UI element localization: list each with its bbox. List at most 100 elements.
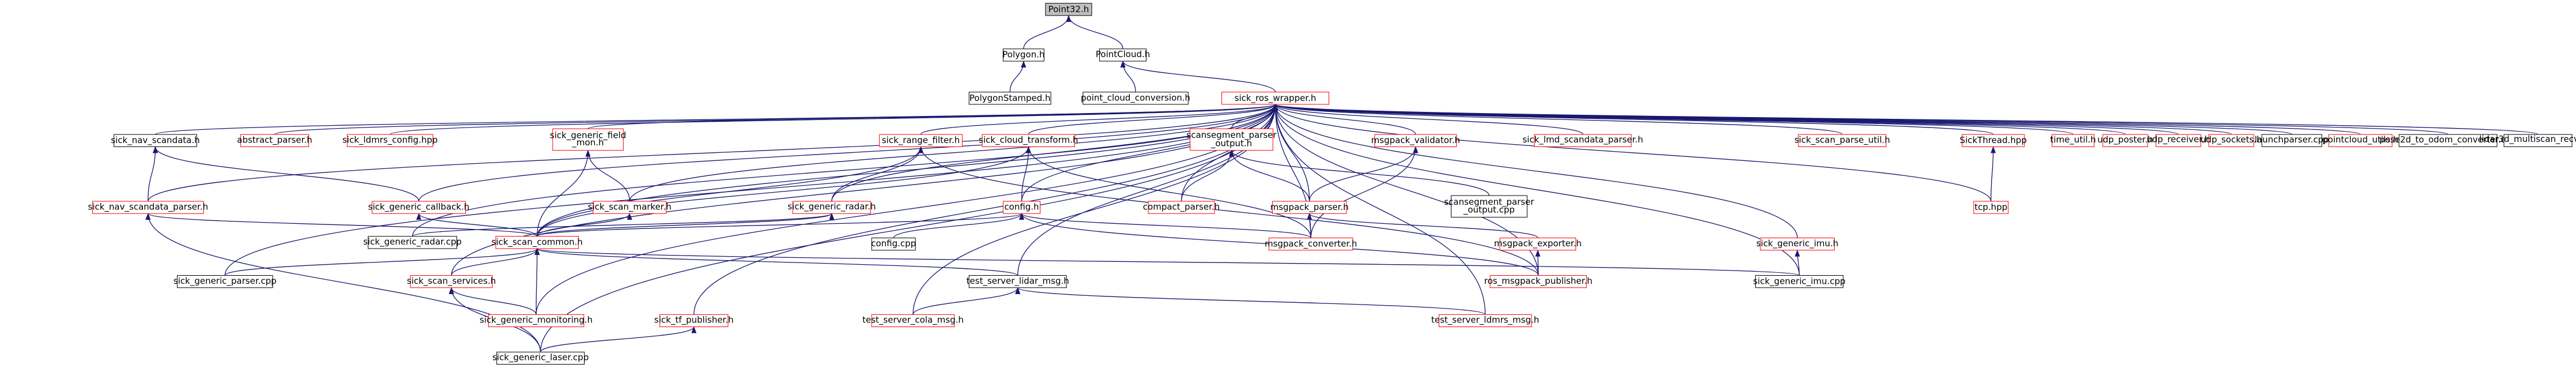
node-lidar3d[interactable]: lidar3d_multiscan_recv.cpp [2479, 134, 2576, 147]
edge-monitor-to-services [448, 287, 537, 315]
node-box-abstract [240, 134, 310, 147]
edge-genimu-to-rosw [1273, 103, 1798, 238]
edge-parsercpp-to-common [224, 247, 540, 276]
node-pcconv[interactable]: point_cloud_conversion.h [1081, 92, 1190, 105]
edge-navparser-to-rosw [148, 103, 1278, 202]
node-pcutils[interactable]: pointcloud_utils.h [2322, 134, 2398, 147]
node-box-mpvalid [1374, 134, 1457, 147]
edge-polygon-to-point32 [1023, 14, 1072, 49]
node-box-pointcloud [1099, 48, 1147, 62]
edge-navscan-to-rosw [154, 103, 1278, 135]
node-navparser[interactable]: sick_nav_scandata_parser.h [88, 201, 209, 214]
node-testldmrs[interactable]: test_server_ldmrs_msg.h [1431, 314, 1539, 328]
edge-tcp-to-thread [1990, 146, 1996, 201]
node-tcp[interactable]: tcp.hpp [1973, 201, 2009, 214]
node-mpconv[interactable]: msgpack_converter.h [1265, 238, 1357, 251]
node-tfpub[interactable]: sick_tf_publisher.h [654, 314, 734, 328]
node-box-mpparser [1272, 201, 1347, 214]
node-box-udprecv [2155, 134, 2201, 147]
edge-mpexp-to-mpparser [1307, 213, 1538, 239]
node-ldmrs[interactable]: sick_ldmrs_config.hpp [342, 134, 437, 147]
node-polygonstamped[interactable]: PolygonStamped.h [968, 92, 1051, 105]
node-mpexp[interactable]: msgpack_exporter.h [1494, 238, 1582, 251]
node-box-parseutil [1798, 134, 1887, 147]
node-rangefilter[interactable]: sick_range_filter.h [879, 134, 963, 147]
node-laser[interactable]: sick_generic_laser.cpp [492, 351, 589, 365]
node-genradar[interactable]: sick_generic_radar.h [787, 201, 876, 214]
node-box-genradar [792, 201, 872, 214]
node-thread[interactable]: SickThread.hpp [1960, 134, 2027, 147]
node-testlidar[interactable]: test_server_lidar_msg.h [967, 275, 1069, 288]
node-common[interactable]: sick_scan_common.h [492, 236, 583, 249]
edge-marker-to-rosw [629, 103, 1278, 201]
node-launch[interactable]: launchparser.cpp [2255, 134, 2329, 147]
node-imucpp[interactable]: sick_generic_imu.cpp [1753, 275, 1846, 288]
node-box-laser [496, 351, 585, 365]
node-label: compact_parser.h [1143, 201, 1220, 212]
node-label: sick_scan_services.h [407, 276, 496, 287]
node-udppost[interactable]: udp_poster.h [2098, 134, 2153, 147]
node-navscan[interactable]: sick_nav_scandata.h [111, 134, 200, 147]
node-parseutil[interactable]: sick_scan_parse_util.h [1794, 134, 1890, 147]
node-label: udp_receiver.h [2147, 134, 2210, 145]
edge-mpconv-to-mpvalid [1310, 146, 1419, 238]
node-box-ldmrs [346, 134, 433, 147]
node-box-mpconv [1269, 238, 1353, 251]
node-label: sick_range_filter.h [882, 135, 960, 146]
node-configcpp[interactable]: config.cpp [871, 238, 916, 251]
edge-imucpp-to-common [535, 247, 1800, 276]
edge-laser-to-tfpub [540, 326, 697, 352]
node-monitor[interactable]: sick_generic_monitoring.h [480, 314, 593, 328]
node-radarcpp[interactable]: sick_generic_radar.cpp [363, 236, 462, 249]
edge-pcconv-to-pointcloud [1120, 61, 1136, 92]
node-compact[interactable]: compact_parser.h [1143, 201, 1220, 214]
node-timeutil[interactable]: time_util.h [2050, 134, 2096, 147]
node-rosmp[interactable]: ros_msgpack_publisher.h [1484, 275, 1593, 288]
edge-mpconv-to-config [1019, 213, 1311, 239]
node-cloudtr[interactable]: sick_cloud_transform.h [979, 134, 1078, 147]
node-udpsock[interactable]: udp_sockets.h [2201, 134, 2262, 147]
node-pointcloud[interactable]: PointCloud.h [1096, 48, 1150, 62]
node-label: sick_nav_scandata_parser.h [88, 202, 209, 213]
edge-rosw-to-pointcloud [1120, 61, 1276, 92]
edge-scansegcpp-to-scanseg [1229, 149, 1490, 196]
node-box-held [552, 128, 624, 151]
node-box-cloudtr [982, 134, 1075, 147]
node-label: sick_generic_callback.h [368, 201, 470, 212]
node-label: config.cpp [871, 238, 916, 249]
node-label: _output.cpp [1463, 204, 1515, 215]
edge-cloudtr-to-rosw [1028, 103, 1278, 135]
node-label: sick_lmd_scandata_parser.h [1522, 134, 1643, 145]
node-scanseg[interactable]: scansegment_parser_output.h [1186, 128, 1277, 151]
node-marker[interactable]: sick_scan_marker.h [588, 201, 672, 214]
edge-common-to-genradar [537, 213, 835, 237]
node-label: msgpack_converter.h [1265, 238, 1357, 249]
edge-callback-to-navscan [153, 146, 420, 202]
node-label: sick_generic_imu.cpp [1753, 276, 1845, 287]
node-config[interactable]: config.h [1002, 201, 1040, 214]
node-box-tfpub [659, 314, 729, 328]
node-label: sick_generic_laser.cpp [492, 352, 589, 363]
edge-common-to-rosw [537, 103, 1278, 236]
node-genimu[interactable]: sick_generic_imu.h [1756, 238, 1839, 251]
node-rosw[interactable]: sick_ros_wrapper.h [1221, 92, 1329, 105]
node-mpvalid[interactable]: msgpack_validator.h [1371, 134, 1460, 147]
node-parsercpp[interactable]: sick_generic_parser.cpp [174, 275, 277, 288]
node-callback[interactable]: sick_generic_callback.h [368, 201, 470, 214]
node-scansegcpp[interactable]: scansegment_parser_output.cpp [1444, 195, 1534, 218]
node-testcola[interactable]: test_server_cola_msg.h [862, 314, 964, 328]
node-lmd[interactable]: sick_lmd_scandata_parser.h [1522, 134, 1643, 147]
node-services[interactable]: sick_scan_services.h [407, 275, 496, 288]
node-udprecv[interactable]: udp_receiver.h [2147, 134, 2210, 147]
node-mpparser[interactable]: msgpack_parser.h [1270, 201, 1349, 214]
edge-navparser-to-navscan [148, 146, 158, 201]
edge-common-to-navparser [145, 213, 538, 237]
node-pose2d[interactable]: pose2d_to_odom_converter.cpp [2379, 134, 2517, 147]
node-box-pose2d [2398, 134, 2498, 147]
node-abstract[interactable]: abstract_parser.h [237, 134, 312, 147]
node-point32[interactable]: Point32.h [1045, 3, 1092, 16]
node-polygon[interactable]: Polygon.h [1002, 48, 1044, 62]
edge-polygonstamped-to-polygon [1009, 61, 1027, 92]
node-held[interactable]: sick_generic_field_mon.h [550, 128, 626, 151]
